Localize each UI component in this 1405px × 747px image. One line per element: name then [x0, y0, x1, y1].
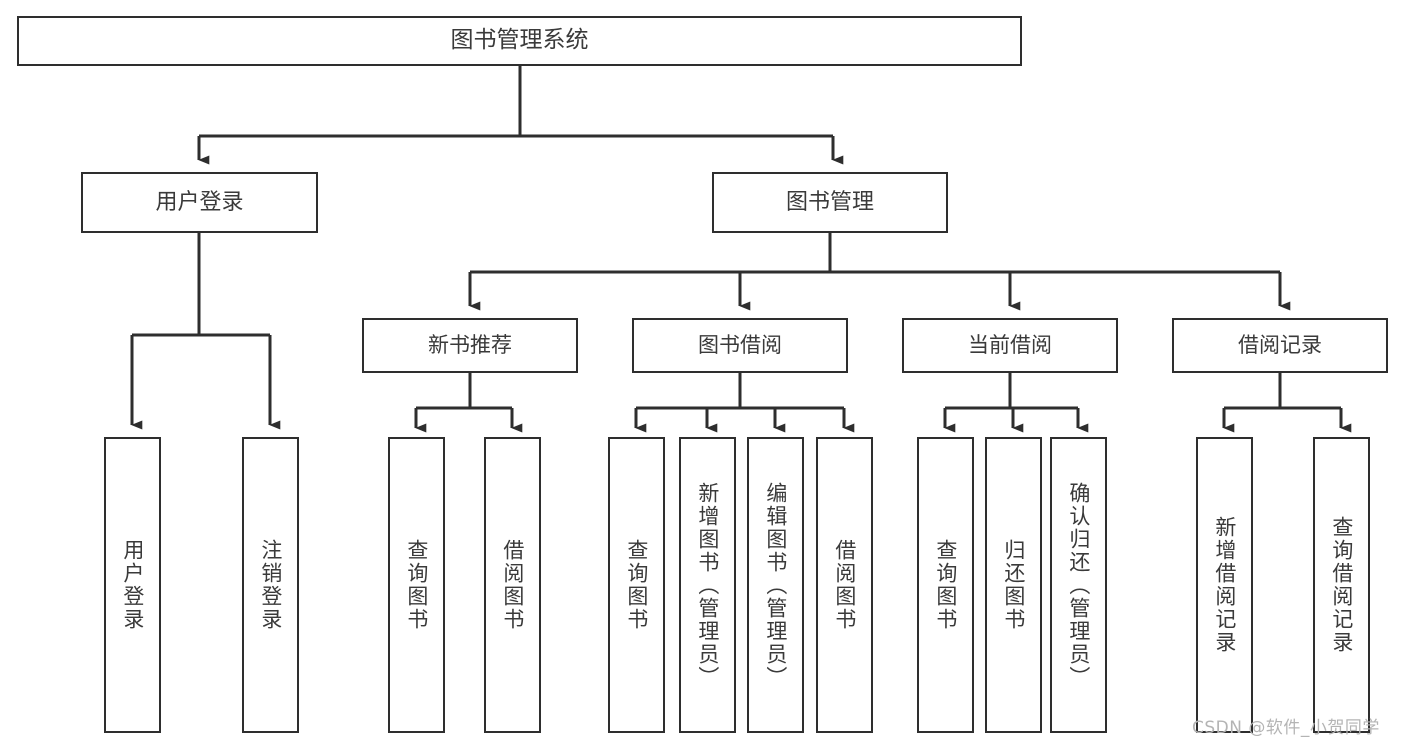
leaf-user-login[interactable]: 用户登录: [104, 437, 161, 733]
leaf-logout-label: 注销登录: [258, 539, 283, 631]
node-borrow-record-label: 借阅记录: [1238, 333, 1322, 358]
leaf-add-book-admin-label: 新增图书（管理员）: [695, 481, 720, 689]
leaf-query-book-borrow[interactable]: 查询图书: [608, 437, 665, 733]
leaf-query-borrow-record[interactable]: 查询借阅记录: [1313, 437, 1370, 733]
leaf-confirm-return-admin-label: 确认归还（管理员）: [1066, 481, 1091, 689]
node-new-book-recommend[interactable]: 新书推荐: [362, 318, 578, 373]
leaf-query-book-newbook-label: 查询图书: [404, 539, 429, 631]
leaf-add-borrow-record-label: 新增借阅记录: [1212, 516, 1237, 654]
node-book-borrow[interactable]: 图书借阅: [632, 318, 848, 373]
node-new-book-recommend-label: 新书推荐: [428, 333, 512, 358]
node-book-management[interactable]: 图书管理: [712, 172, 948, 233]
leaf-return-book[interactable]: 归还图书: [985, 437, 1042, 733]
node-root[interactable]: 图书管理系统: [17, 16, 1022, 66]
node-root-label: 图书管理系统: [450, 27, 589, 54]
node-user-login[interactable]: 用户登录: [81, 172, 318, 233]
node-book-borrow-label: 图书借阅: [698, 333, 782, 358]
node-current-borrow[interactable]: 当前借阅: [902, 318, 1118, 373]
leaf-query-borrow-record-label: 查询借阅记录: [1329, 516, 1354, 654]
leaf-edit-book-admin[interactable]: 编辑图书（管理员）: [747, 437, 804, 733]
leaf-add-book-admin[interactable]: 新增图书（管理员）: [679, 437, 736, 733]
leaf-confirm-return-admin[interactable]: 确认归还（管理员）: [1050, 437, 1107, 733]
leaf-borrow-book[interactable]: 借阅图书: [816, 437, 873, 733]
leaf-borrow-book-newbook-label: 借阅图书: [500, 539, 525, 631]
leaf-user-login-label: 用户登录: [120, 539, 145, 631]
leaf-query-book-newbook[interactable]: 查询图书: [388, 437, 445, 733]
leaf-query-book-borrow-label: 查询图书: [624, 539, 649, 631]
node-borrow-record[interactable]: 借阅记录: [1172, 318, 1388, 373]
node-book-management-label: 图书管理: [785, 189, 874, 215]
leaf-logout[interactable]: 注销登录: [242, 437, 299, 733]
leaf-borrow-book-label: 借阅图书: [832, 539, 857, 631]
watermark: CSDN @软件_小贺同学: [1192, 718, 1380, 738]
node-user-login-label: 用户登录: [155, 189, 244, 215]
leaf-edit-book-admin-label: 编辑图书（管理员）: [763, 481, 788, 689]
leaf-add-borrow-record[interactable]: 新增借阅记录: [1196, 437, 1253, 733]
leaf-return-book-label: 归还图书: [1001, 539, 1026, 631]
leaf-query-book-current[interactable]: 查询图书: [917, 437, 974, 733]
node-current-borrow-label: 当前借阅: [968, 333, 1052, 358]
leaf-borrow-book-newbook[interactable]: 借阅图书: [484, 437, 541, 733]
leaf-query-book-current-label: 查询图书: [933, 539, 958, 631]
